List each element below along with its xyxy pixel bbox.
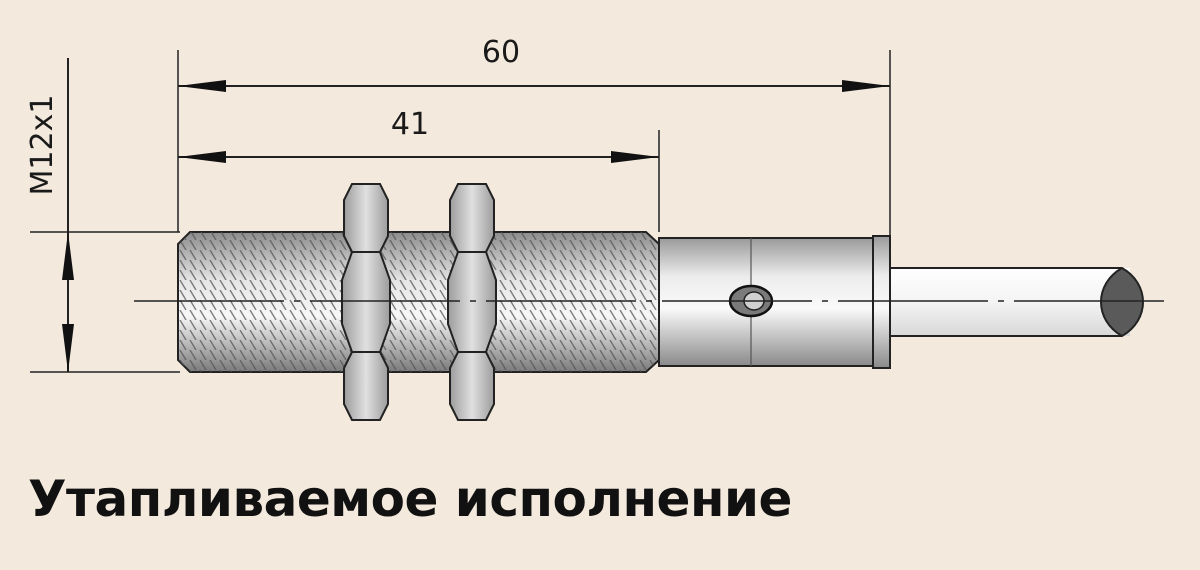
thread-size-label: M12x1 [25, 95, 60, 196]
sensor-technical-drawing: 60 41 M12x1 [25, 35, 1172, 421]
arrowhead-left [178, 80, 226, 92]
arrowhead-up [62, 232, 74, 280]
arrowhead-down [62, 324, 74, 372]
lock-nut [447, 183, 497, 421]
sensor-housing [658, 235, 891, 369]
caption-title: Утапливаемое исполнение [28, 470, 792, 528]
thread-length-label: 41 [391, 107, 429, 142]
threaded-body [177, 231, 660, 373]
cable [890, 266, 1144, 338]
extension-lines [30, 50, 891, 373]
housing-end-collar [872, 235, 891, 369]
arrowhead-right [842, 80, 890, 92]
arrowhead-left [178, 151, 226, 163]
dimension-thread-diameter: M12x1 [25, 58, 74, 372]
overall-length-label: 60 [482, 35, 520, 70]
arrowhead-right [611, 151, 659, 163]
dimension-overall-length: 60 [178, 35, 890, 92]
dimension-thread-length: 41 [178, 107, 659, 163]
lock-nut [341, 183, 391, 421]
cable-cut-section [1100, 266, 1144, 338]
